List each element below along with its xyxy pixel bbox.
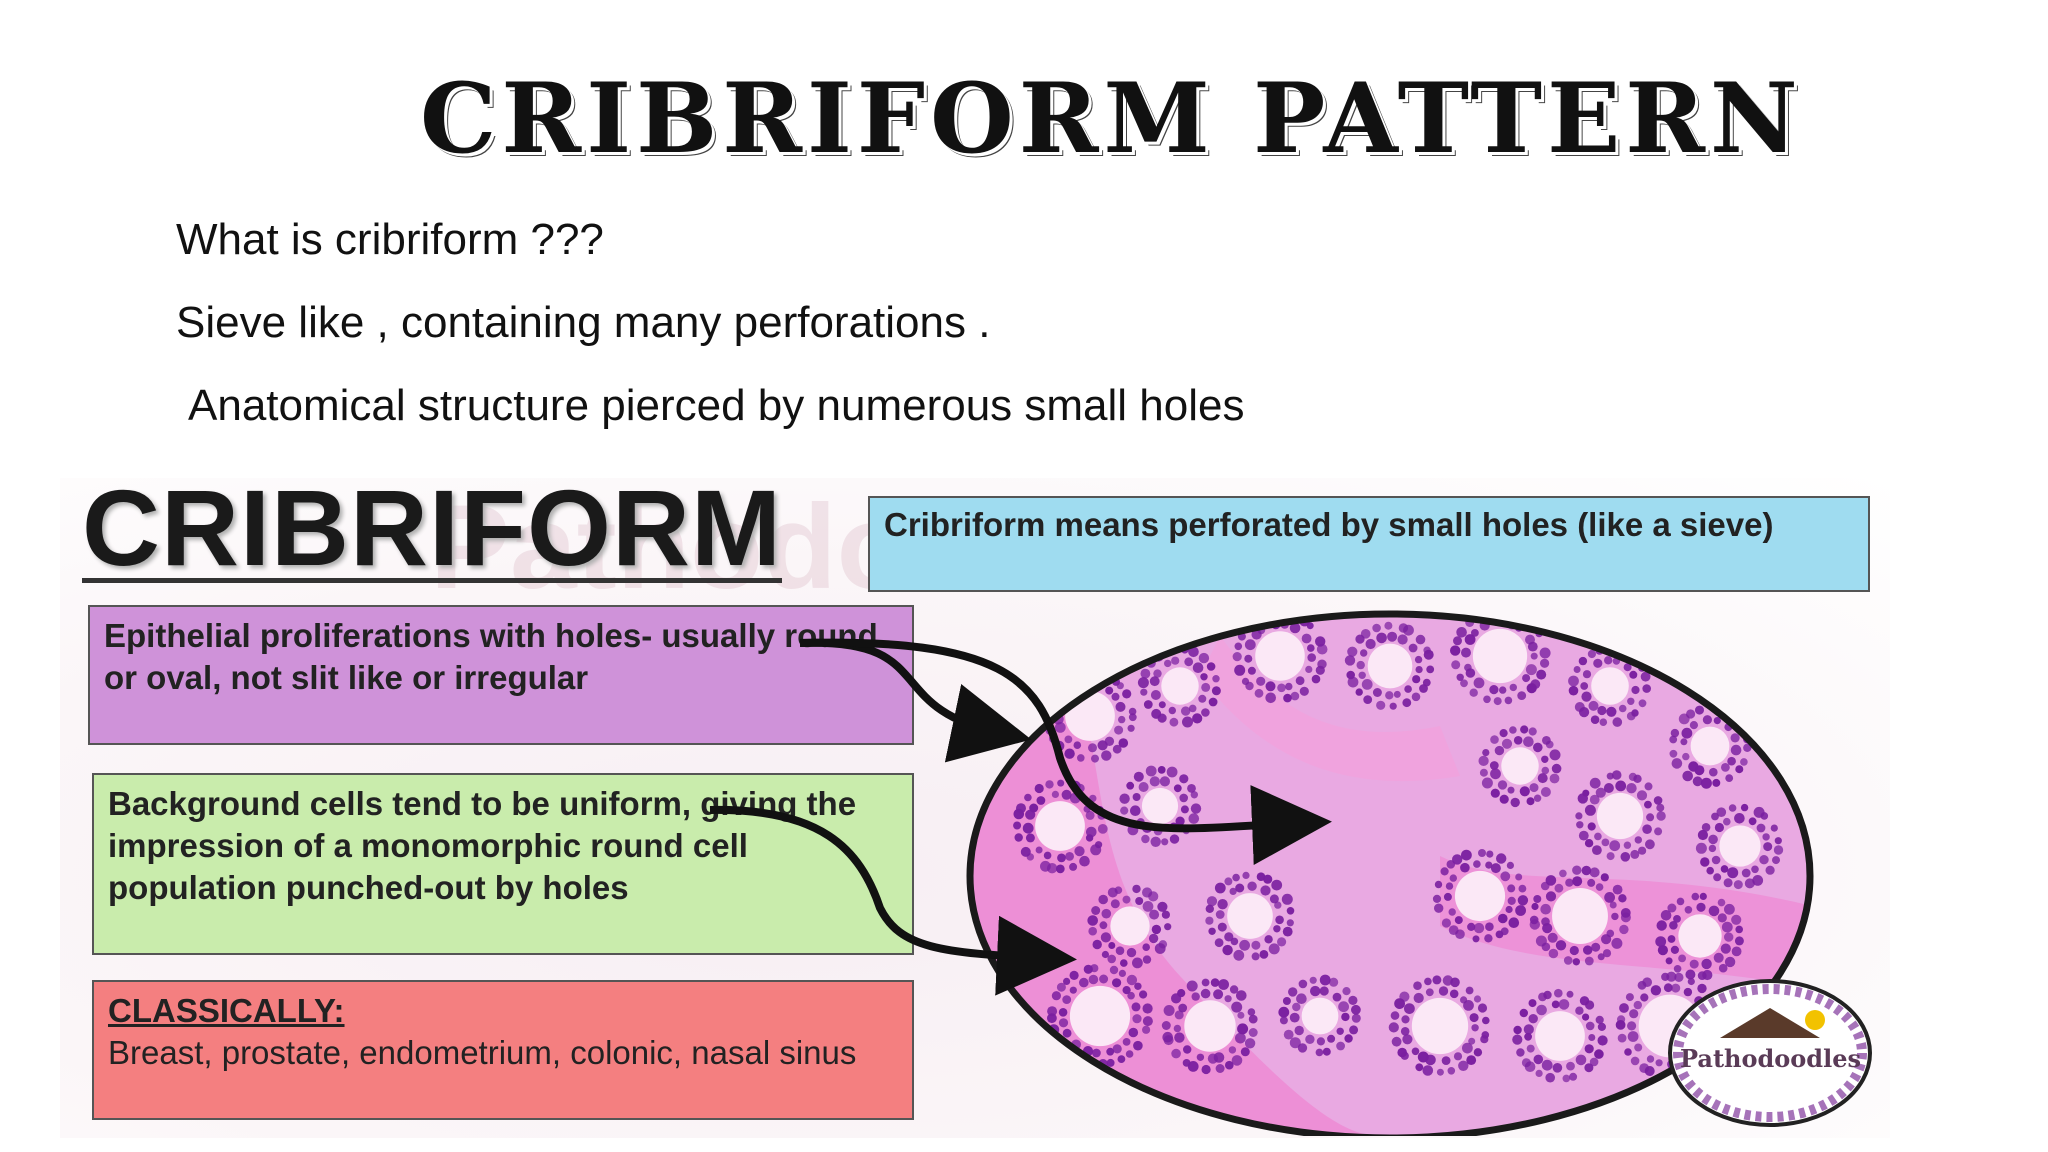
cribriform-infographic: Pathodoodles CRIBRIFORM Cribriform means… — [60, 467, 1890, 1138]
pathodoodles-logo — [1668, 979, 1872, 1127]
epithelial-box: Epithelial proliferations with holes- us… — [88, 605, 914, 745]
bullet-sieve-like: Sieve like , containing many perforation… — [176, 298, 991, 347]
classically-text: Breast, prostate, endometrium, colonic, … — [108, 1034, 857, 1071]
flower-icon — [1805, 1010, 1825, 1030]
infographic-heading: CRIBRIFORM — [82, 467, 782, 588]
bullet-anatomical-structure: Anatomical structure pierced by numerous… — [188, 381, 1245, 430]
classically-box: CLASSICALLY: Breast, prostate, endometri… — [92, 980, 914, 1120]
background-cells-box: Background cells tend to be uniform, giv… — [92, 773, 914, 955]
classically-heading: CLASSICALLY: — [108, 992, 345, 1029]
definition-box: Cribriform means perforated by small hol… — [868, 496, 1870, 592]
slide-title: CRIBRIFORM PATTERN — [420, 62, 1803, 175]
logo-text: Pathodoodles — [1680, 1044, 1861, 1073]
bullet-what-is: What is cribriform ??? — [176, 215, 604, 264]
